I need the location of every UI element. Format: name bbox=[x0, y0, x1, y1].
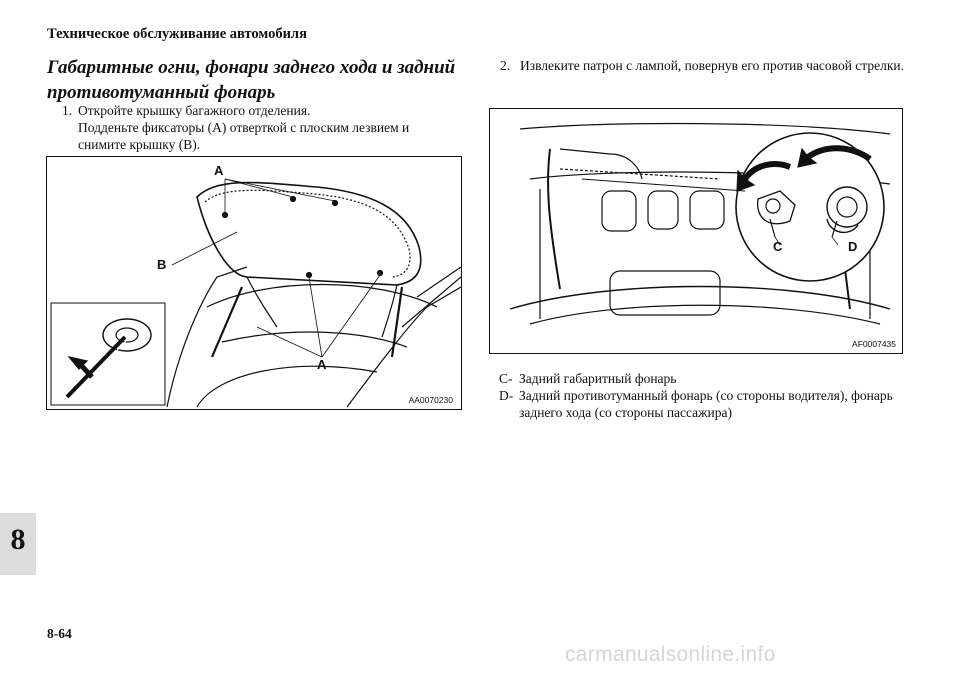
step-1-line-1: Откройте крышку багажного отделения. bbox=[78, 103, 311, 118]
bulb-socket-illustration bbox=[509, 122, 891, 325]
step-2-number: 2. bbox=[500, 58, 511, 73]
chapter-tab: 8 bbox=[0, 513, 36, 575]
label-d: D bbox=[848, 239, 858, 254]
section-title: Габаритные огни, фонари заднего хода и з… bbox=[47, 57, 456, 103]
legend-item: C- Задний габаритный фонарь bbox=[499, 370, 919, 387]
legend-key: D- bbox=[499, 388, 514, 403]
figure-bulb-socket: C D AF0007435 bbox=[489, 108, 903, 354]
figure-1-code: AA0070230 bbox=[408, 395, 453, 405]
legend-item: D- Задний противотуманный фонарь (со сто… bbox=[499, 387, 919, 421]
legend-key: C- bbox=[499, 371, 513, 386]
step-2: 2. Извлеките патрон с лампой, повернув е… bbox=[500, 57, 920, 74]
label-c: C bbox=[773, 239, 783, 254]
watermark: carmanualsonline.info bbox=[565, 643, 776, 666]
chapter-number: 8 bbox=[10, 523, 26, 556]
step-1-line-2: Подденьте фиксаторы (А) отверткой с плос… bbox=[78, 120, 410, 152]
legend-text: Задний габаритный фонарь bbox=[519, 371, 677, 386]
legend-text: Задний противотуманный фонарь (со сторон… bbox=[519, 388, 893, 420]
step-2-text: Извлеките патрон с лампой, повернув его … bbox=[520, 58, 904, 73]
trunk-lid-illustration bbox=[50, 178, 461, 408]
running-header: Техническое обслуживание автомобиля bbox=[47, 26, 307, 42]
step-1-number: 1. bbox=[62, 103, 73, 118]
figure-2-code: AF0007435 bbox=[852, 339, 896, 349]
label-a-top: A bbox=[214, 163, 224, 178]
label-b: B bbox=[157, 257, 167, 272]
figure-legend: C- Задний габаритный фонарь D- Задний пр… bbox=[499, 370, 919, 421]
step-1: 1. Откройте крышку багажного отделения. … bbox=[62, 102, 452, 153]
page-number: 8-64 bbox=[47, 626, 72, 641]
label-a-bottom: A bbox=[317, 357, 327, 372]
figure-trunk-lid-cover: A B A AA0070230 bbox=[46, 156, 462, 410]
